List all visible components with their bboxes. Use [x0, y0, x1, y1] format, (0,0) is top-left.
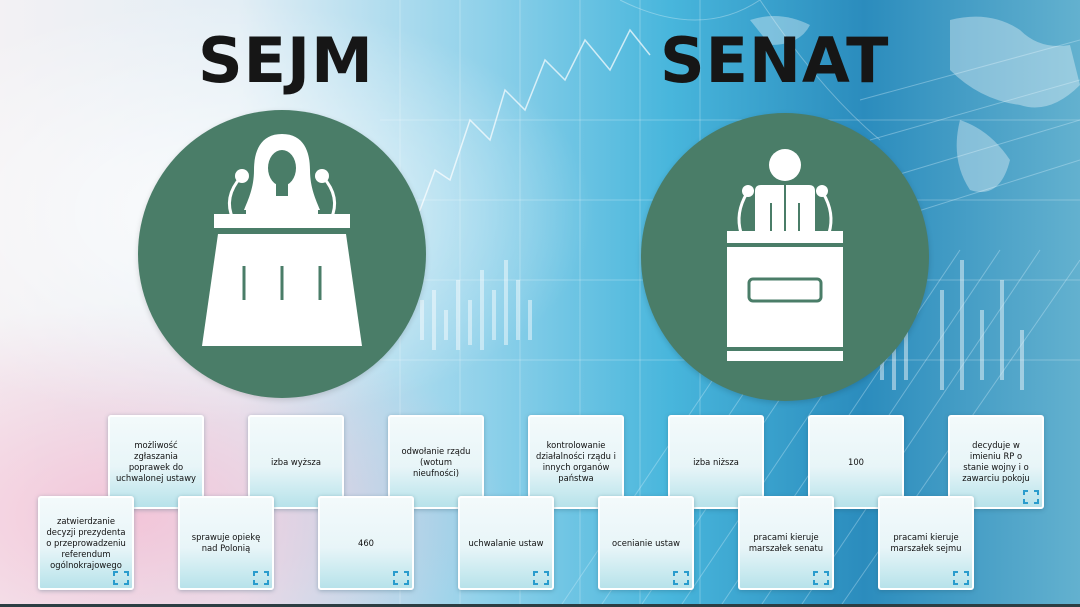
card-text: odwołanie rządu (wotum nieufności) — [401, 445, 471, 478]
expand-icon[interactable] — [533, 571, 549, 585]
sejm-circle — [138, 110, 426, 398]
expand-icon[interactable] — [1023, 490, 1039, 504]
senat-circle — [641, 113, 929, 401]
card-text: zatwierdzanie decyzji prezydenta o przep… — [46, 515, 126, 570]
card-bottom-7[interactable]: pracami kieruje marszałek sejmu — [878, 496, 974, 590]
card-text: izba niższa — [693, 456, 739, 467]
card-bottom-5[interactable]: ocenianie ustaw — [598, 496, 694, 590]
sejm-heading: SEJM — [198, 24, 374, 97]
card-bottom-2[interactable]: sprawuje opiekę nad Polonią — [178, 496, 274, 590]
card-top-5[interactable]: izba niższa — [668, 415, 764, 509]
card-bottom-3[interactable]: 460 — [318, 496, 414, 590]
expand-icon[interactable] — [953, 571, 969, 585]
expand-icon[interactable] — [393, 571, 409, 585]
card-text: możliwość zgłaszania poprawek do uchwalo… — [116, 440, 196, 483]
card-text: ocenianie ustaw — [611, 537, 681, 548]
card-top-6[interactable]: 100 — [808, 415, 904, 509]
card-text: sprawuje opiekę nad Polonią — [191, 532, 261, 553]
card-top-4[interactable]: kontrolowanie działalności rządu i innyc… — [528, 415, 624, 509]
card-text: pracami kieruje marszałek sejmu — [890, 532, 962, 553]
female-speaker-podium-icon — [202, 134, 362, 346]
card-text: uchwalanie ustaw — [468, 537, 544, 548]
card-bottom-6[interactable]: pracami kieruje marszałek senatu — [738, 496, 834, 590]
card-text: decyduje w imieniu RP o stanie wojny i o… — [962, 440, 1030, 483]
card-text: kontrolowanie działalności rządu i innyc… — [536, 440, 616, 483]
card-text: izba wyższa — [271, 456, 321, 467]
card-text: pracami kieruje marszałek senatu — [748, 532, 824, 553]
card-top-1[interactable]: możliwość zgłaszania poprawek do uchwalo… — [108, 415, 204, 509]
male-speaker-podium-icon — [727, 149, 843, 361]
card-top-2[interactable]: izba wyższa — [248, 415, 344, 509]
card-bottom-4[interactable]: uchwalanie ustaw — [458, 496, 554, 590]
card-top-7[interactable]: decyduje w imieniu RP o stanie wojny i o… — [948, 415, 1044, 509]
expand-icon[interactable] — [813, 571, 829, 585]
expand-icon[interactable] — [113, 571, 129, 585]
card-text: 460 — [358, 537, 374, 548]
card-bottom-1[interactable]: zatwierdzanie decyzji prezydenta o przep… — [38, 496, 134, 590]
bottom-edge-bar — [0, 604, 1080, 607]
card-text: 100 — [848, 456, 864, 467]
expand-icon[interactable] — [673, 571, 689, 585]
card-top-3[interactable]: odwołanie rządu (wotum nieufności) — [388, 415, 484, 509]
senat-heading: SENAT — [660, 24, 890, 97]
expand-icon[interactable] — [253, 571, 269, 585]
